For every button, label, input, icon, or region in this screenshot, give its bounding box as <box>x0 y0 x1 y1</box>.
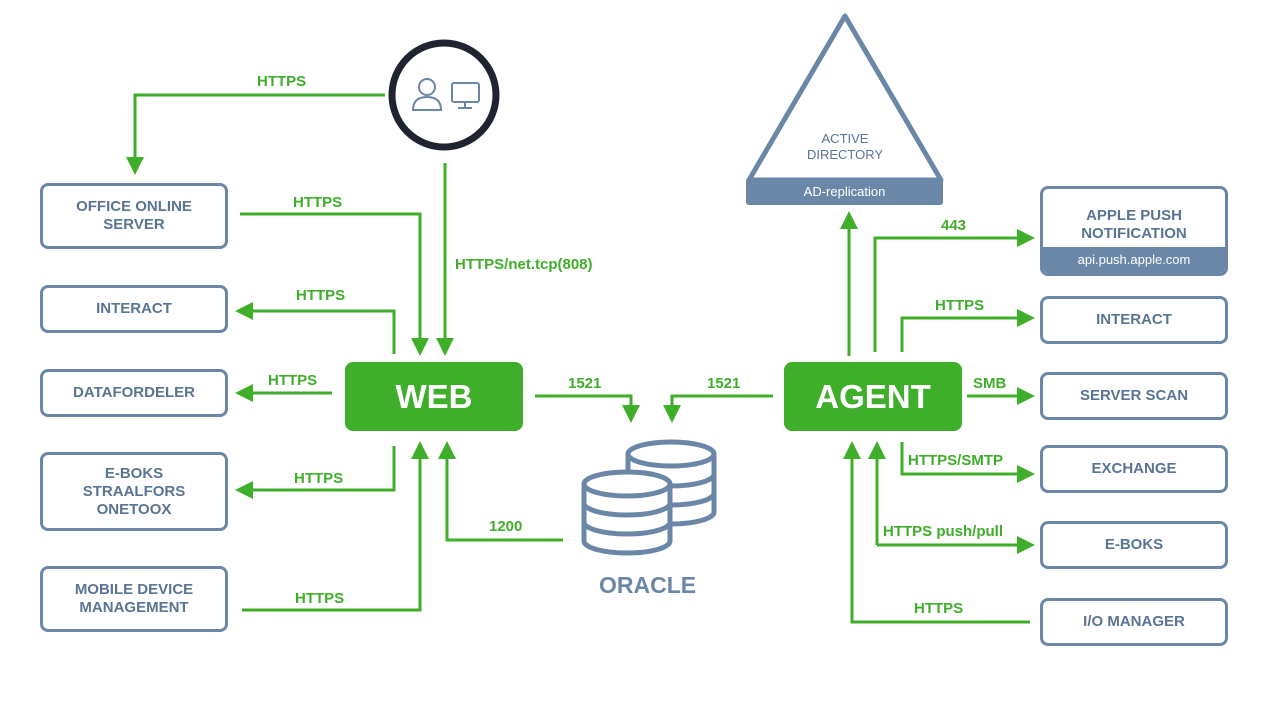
label-web-to-interact: HTTPS <box>296 287 346 304</box>
label-agent-to-interact: HTTPS <box>935 297 985 314</box>
label-mdm-to-web: HTTPS <box>295 590 345 607</box>
connector-io-to-agent <box>843 441 1030 624</box>
connector-mdm-to-web <box>242 441 429 612</box>
mobile-device-management-box: MOBILE DEVICE MANAGEMENT <box>40 566 228 632</box>
connector-web-to-oracle <box>535 394 640 423</box>
apple-push-title: APPLE PUSH NOTIFICATION <box>1081 207 1187 242</box>
datafordeler-box: DATAFORDELER <box>40 369 228 417</box>
connector-oracle-to-web <box>438 441 563 542</box>
connector-client-to-office <box>126 93 385 175</box>
apple-push-notification-box: APPLE PUSH NOTIFICATION api.push.apple.c… <box>1040 186 1228 276</box>
label-agent-to-oracle: 1521 <box>707 375 741 392</box>
connector-agent-to-interact <box>900 309 1035 352</box>
eboks-straalfors-box: E-BOKS STRAALFORS ONETOOX <box>40 452 228 531</box>
oracle-database-icon <box>581 439 717 556</box>
person-icon <box>411 78 443 111</box>
active-directory-title: ACTIVE DIRECTORY <box>806 131 884 162</box>
label-client-to-office: HTTPS <box>257 73 307 90</box>
label-io-to-agent: HTTPS <box>914 600 964 617</box>
oracle-label: ORACLE <box>599 572 697 598</box>
label-agent-to-apple: 443 <box>941 217 967 234</box>
right-eboks-box: E-BOKS <box>1040 521 1228 569</box>
connector-web-to-interact <box>235 302 396 354</box>
connector-agent-to-oracle <box>663 394 773 423</box>
label-agent-to-exchange: HTTPS/SMTP <box>908 452 1004 469</box>
label-agent-to-eboks: HTTPS push/pull <box>883 523 1003 540</box>
connector-agent-to-exchange <box>900 442 1035 483</box>
label-agent-to-serverscan: SMB <box>973 375 1007 392</box>
right-interact-box: INTERACT <box>1040 296 1228 344</box>
monitor-icon <box>451 82 480 109</box>
label-web-to-oracle: 1521 <box>568 375 602 392</box>
label-oracle-to-web: 1200 <box>489 518 523 535</box>
label-web-to-datafordeler: HTTPS <box>268 372 318 389</box>
label-web-to-eboks: HTTPS <box>294 470 344 487</box>
web-node: WEB <box>345 362 523 431</box>
agent-node: AGENT <box>784 362 962 431</box>
connector-web-to-eboks <box>235 446 396 499</box>
client-circle <box>388 39 500 151</box>
io-manager-box: I/O MANAGER <box>1040 598 1228 646</box>
label-office-to-web: HTTPS <box>293 194 343 211</box>
label-client-to-web: HTTPS/net.tcp(808) <box>455 256 593 273</box>
server-scan-box: SERVER SCAN <box>1040 372 1228 420</box>
exchange-box: EXCHANGE <box>1040 445 1228 493</box>
ad-replication-bar: AD-replication <box>746 178 943 205</box>
connector-agent-to-apple <box>873 229 1035 352</box>
office-online-server-box: OFFICE ONLINE SERVER <box>40 183 228 249</box>
connector-office-to-web <box>240 212 429 356</box>
apple-push-url-bar: api.push.apple.com <box>1043 247 1225 273</box>
left-interact-box: INTERACT <box>40 285 228 333</box>
